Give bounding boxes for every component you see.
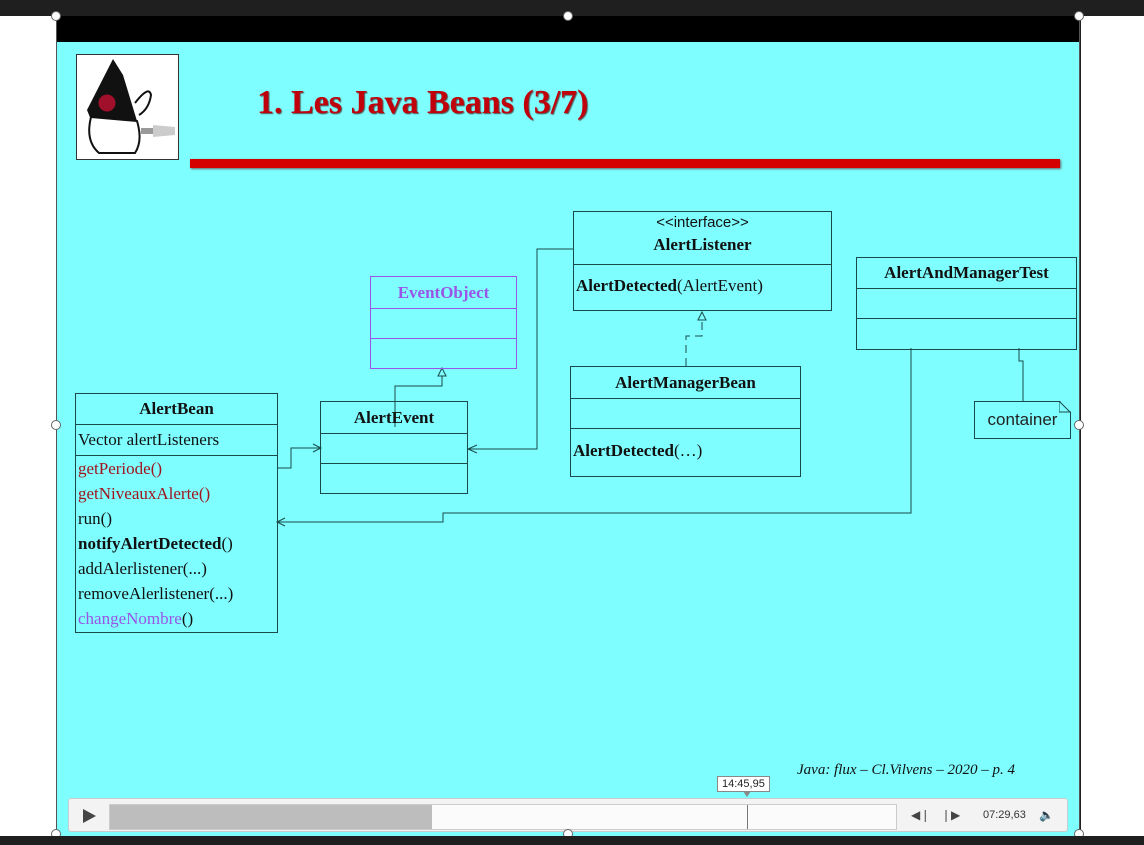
resize-handle-tl[interactable] [51,11,61,21]
right-margin [1081,16,1144,836]
left-margin [0,16,56,836]
class-attributes [321,433,467,463]
uml-connectors [275,248,1024,527]
top-bar [0,0,1144,16]
media-player: ◀❘ ❘▶ 07:29,63 🔈 [68,798,1068,832]
method-name: AlertDetected [573,441,674,460]
class-attributes [571,398,800,428]
play-button[interactable] [79,806,99,826]
class-methods [321,463,467,493]
method-run: run() [78,509,112,528]
class-alertlistener[interactable]: <<interface>> AlertListener AlertDetecte… [573,211,832,311]
class-methods: AlertDetected(AlertEvent) [574,264,831,310]
seek-tooltip: 14:45,95 [717,776,770,792]
class-name: AlertManagerBean [615,373,756,392]
seek-tooltip-tail [743,791,751,797]
class-methods: getPeriode() getNiveauxAlerte() run() no… [76,455,277,631]
class-name: AlertBean [139,399,214,418]
class-name: AlertEvent [353,408,435,427]
duke-logo [76,54,179,160]
class-attribute: Vector alertListeners [76,424,277,455]
method-getperiode: getPeriode() [78,459,163,478]
resize-handle-tr[interactable] [1074,11,1084,21]
method-addalerlistener: addAlerlistener(...) [78,559,207,578]
seek-bar-played [110,805,433,829]
prev-frame-button[interactable]: ◀❘ [911,808,931,822]
method-notifyalertdetected: notifyAlertDetected() [76,531,277,556]
time-display: 07:29,63 [983,809,1026,821]
method-args: (AlertEvent) [677,276,763,295]
method-args: (…) [674,441,703,460]
class-methods: AlertDetected(…) [571,428,800,476]
resize-handle-ml[interactable] [51,420,61,430]
class-attributes [857,288,1076,318]
method-name: changeNombre [78,609,182,628]
resize-handle-mr[interactable] [1074,420,1084,430]
method-name: AlertDetected [576,276,677,295]
seek-marker[interactable] [746,805,748,829]
play-icon [83,809,96,823]
method-getniveauxalerte: getNiveauxAlerte() [78,484,211,503]
class-methods [857,318,1076,348]
class-attributes [371,308,516,338]
method-changenombre: changeNombre() [76,606,277,631]
slide[interactable]: 1. Les Java Beans (3/7) EventObject <<in… [56,16,1080,836]
class-alertmanagerbean[interactable]: AlertManagerBean AlertDetected(…) [570,366,801,477]
note-container[interactable]: container [974,401,1071,439]
method-suffix: () [181,609,194,628]
method-name: notifyAlertDetected [78,534,222,553]
class-alertevent[interactable]: AlertEvent [320,401,468,494]
class-alertandmanagertest[interactable]: AlertAndManagerTest [856,257,1077,350]
seek-bar[interactable] [109,804,897,830]
resize-handle-tc[interactable] [563,11,573,21]
next-frame-button[interactable]: ❘▶ [941,808,961,822]
slide-title: 1. Les Java Beans (3/7) [257,84,589,121]
class-name: AlertListener [653,235,752,254]
note-corner-icon [1059,401,1071,413]
bottom-bar [0,836,1144,845]
class-name: AlertAndManagerTest [884,263,1049,282]
method-removealerlistener: removeAlerlistener(...) [78,584,234,603]
note-text: container [987,410,1058,429]
title-rule [190,159,1060,168]
slide-footer: Java: flux – Cl.Vilvens – 2020 – p. 4 [797,762,1016,778]
volume-icon[interactable]: 🔈 [1039,808,1054,822]
class-name: EventObject [397,283,490,302]
class-eventobject[interactable]: EventObject [370,276,517,369]
class-methods [371,338,516,368]
method-suffix: () [221,534,233,553]
stereotype-label: <<interface>> [656,214,749,231]
class-alertbean[interactable]: AlertBean Vector alertListeners getPerio… [75,393,278,633]
